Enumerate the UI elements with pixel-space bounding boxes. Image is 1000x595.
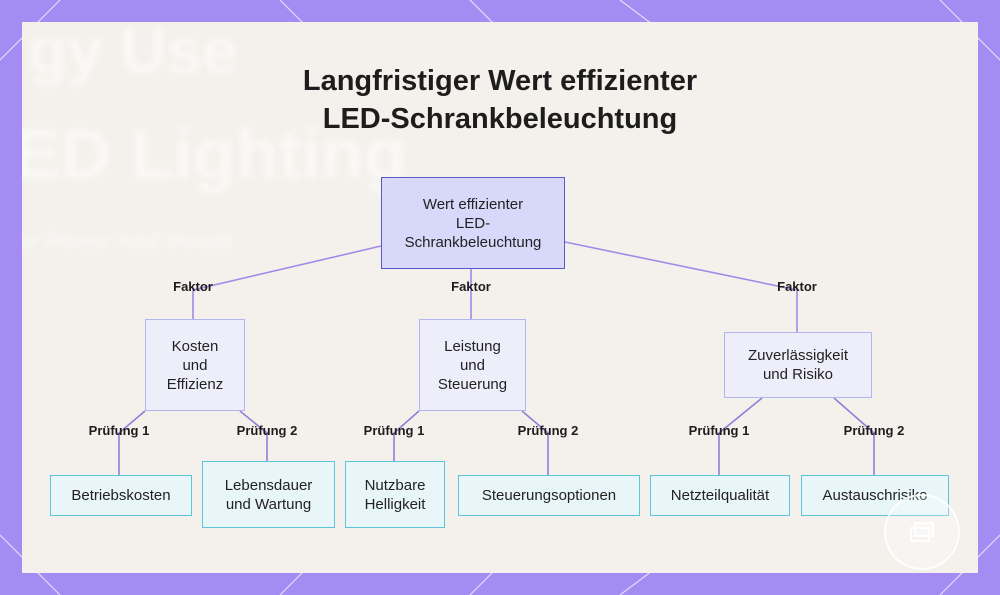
edge-label-check-1-1: Prüfung 2 [518, 423, 579, 438]
node-label: Betriebskosten [71, 486, 170, 505]
node-label: Steuerungsoptionen [482, 486, 616, 505]
leaf-node-netzteilqualitaet: Netzteilqualität [650, 475, 790, 516]
edge-label-factor-1: Faktor [451, 279, 491, 294]
edge-label-check-2-0: Prüfung 1 [689, 423, 750, 438]
connector-root-category-2 [565, 242, 797, 332]
connector-root-category-0 [193, 246, 381, 319]
connector-category-0-leaf-0 [119, 411, 145, 475]
content-panel: gy Use ED Lighting er Power And Versat L… [22, 22, 978, 573]
watermark-badge [884, 494, 960, 570]
layers-icon [909, 520, 935, 544]
edge-label-factor-2: Faktor [777, 279, 817, 294]
leaf-node-betriebskosten: Betriebskosten [50, 475, 192, 516]
connector-category-1-leaf-1 [522, 411, 548, 475]
leaf-node-steuerungsoptionen: Steuerungsoptionen [458, 475, 640, 516]
edge-label-factor-0: Faktor [173, 279, 213, 294]
node-label: Netzteilqualität [671, 486, 769, 505]
edge-label-check-2-1: Prüfung 2 [844, 423, 905, 438]
edge-label-check-0-0: Prüfung 1 [89, 423, 150, 438]
edge-label-check-0-1: Prüfung 2 [237, 423, 298, 438]
edge-label-check-1-0: Prüfung 1 [364, 423, 425, 438]
